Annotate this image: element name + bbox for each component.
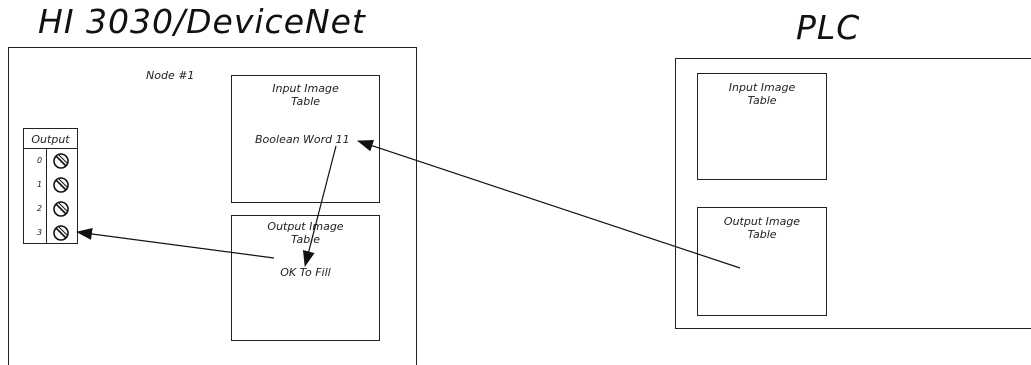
plc-output-table-line1: Output Image — [723, 215, 801, 228]
device-input-table-line2: Table — [290, 95, 321, 108]
terminal-0 — [53, 153, 69, 169]
device-panel — [8, 47, 417, 365]
arrow-boolean-word-to-ok-to-fill — [302, 145, 337, 267]
device-input-table-line1: Input Image — [272, 82, 339, 95]
plc-output-table-line2: Table — [747, 228, 777, 241]
terminal-3 — [53, 225, 69, 241]
terminal-number-2: 2 — [37, 204, 43, 213]
plc-title: PLC — [796, 8, 861, 47]
plc-input-table-line1: Input Image — [728, 81, 796, 94]
device-input-image-table — [231, 75, 380, 203]
plc-input-table-line2: Table — [747, 94, 777, 107]
output-module — [23, 128, 78, 244]
output-module-label: Output — [31, 133, 70, 146]
terminal-number-0: 0 — [37, 156, 43, 165]
arrow-plc-to-boolean-word — [357, 140, 741, 269]
output-module-divider — [46, 149, 47, 244]
ok-to-fill-label: OK To Fill — [280, 266, 331, 279]
terminal-1 — [53, 177, 69, 193]
device-output-image-table — [231, 215, 380, 341]
output-module-header — [23, 128, 78, 149]
plc-input-image-table — [697, 73, 827, 180]
terminal-number-3: 3 — [37, 228, 43, 237]
terminal-2 — [53, 201, 69, 217]
arrow-ok-to-fill-to-terminal — [76, 228, 275, 259]
node-label: Node #1 — [146, 69, 195, 82]
device-output-table-line1: Output Image — [267, 220, 344, 233]
boolean-word-label: Boolean Word 11 — [255, 133, 350, 146]
terminal-number-1: 1 — [37, 180, 43, 189]
device-title: HI 3030/DeviceNet — [38, 2, 366, 41]
